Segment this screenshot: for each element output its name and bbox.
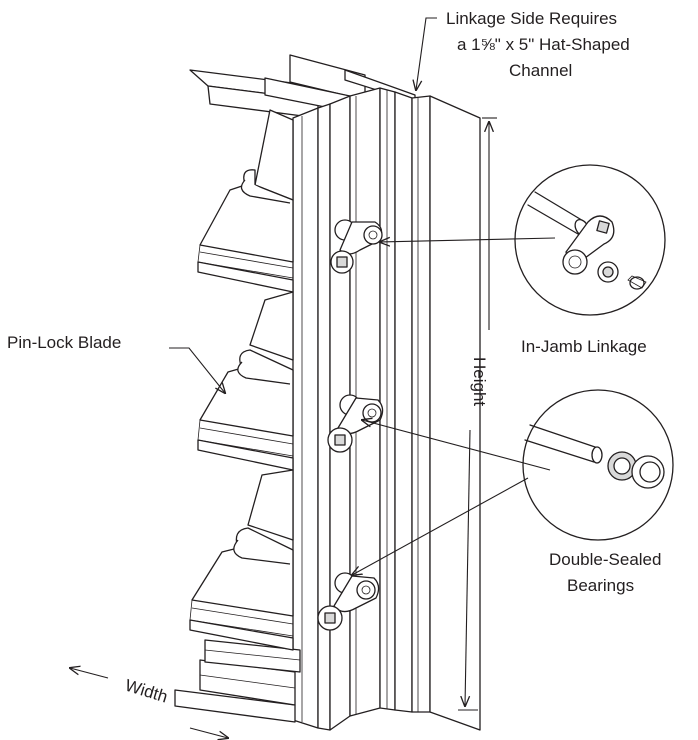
double-sealed-bearings-detail bbox=[522, 389, 674, 541]
label-pin-lock-blade: Pin-Lock Blade bbox=[7, 333, 121, 352]
label-double-sealed-bearings: Double-Sealed Bearings bbox=[549, 550, 661, 595]
in-jamb-linkage-detail bbox=[514, 164, 666, 316]
svg-text:Double-Sealed: Double-Sealed bbox=[549, 550, 661, 569]
label-linkage-side: Linkage Side Requires a 1⅝" x 5" Hat-Sha… bbox=[446, 9, 630, 80]
label-height: Height bbox=[470, 357, 489, 406]
width-dimension bbox=[70, 668, 228, 738]
label-in-jamb-linkage: In-Jamb Linkage bbox=[521, 337, 647, 356]
svg-text:a 1⅝" x 5" Hat-Shaped: a 1⅝" x 5" Hat-Shaped bbox=[457, 35, 630, 54]
svg-text:Bearings: Bearings bbox=[567, 576, 634, 595]
linkage-upper bbox=[330, 219, 383, 274]
blades bbox=[189, 109, 294, 651]
svg-text:Linkage Side Requires: Linkage Side Requires bbox=[446, 9, 617, 28]
linkage-middle bbox=[327, 394, 384, 453]
linkage-lower bbox=[317, 572, 380, 631]
label-width: Width bbox=[123, 676, 170, 707]
height-dimension bbox=[458, 117, 497, 711]
leader-lines bbox=[169, 17, 556, 575]
svg-text:Channel: Channel bbox=[509, 61, 572, 80]
